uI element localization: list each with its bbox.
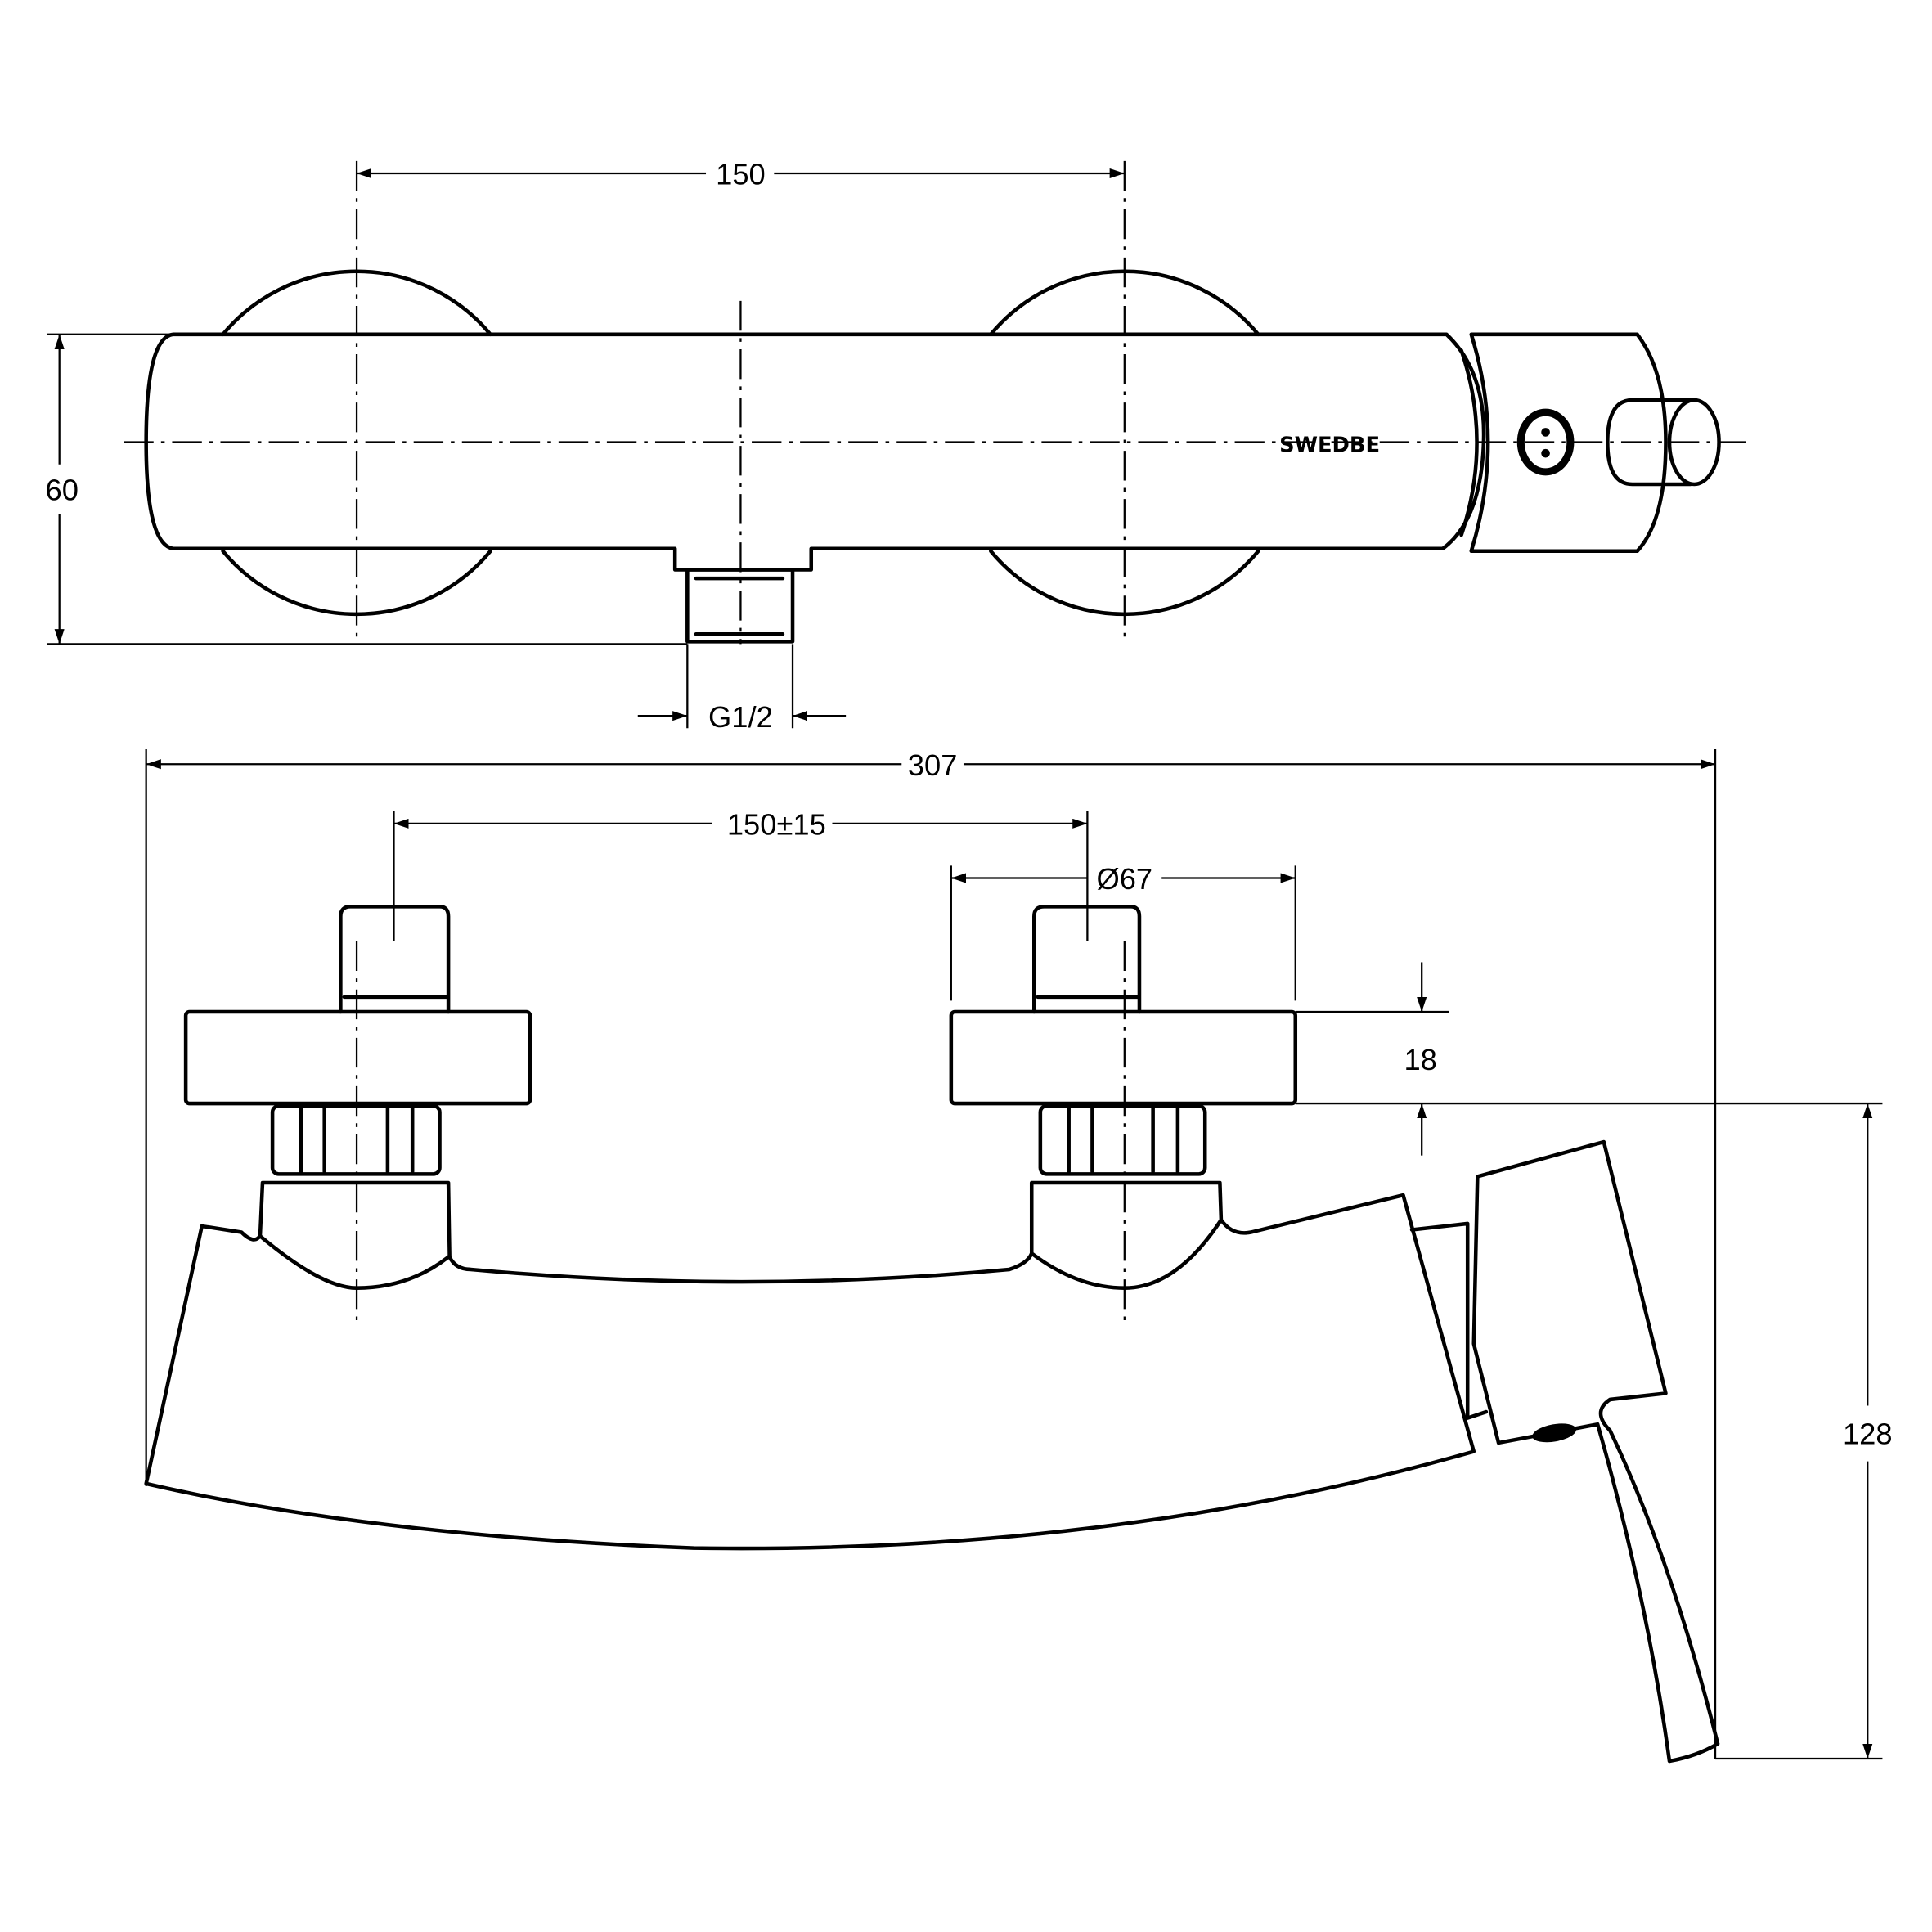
dimension-128: 128 xyxy=(1715,1103,1893,1760)
svg-text:60: 60 xyxy=(45,474,78,507)
dimension-150: 150 xyxy=(357,158,1125,191)
svg-text:18: 18 xyxy=(1404,1043,1436,1076)
brand-logo: SWEDBE xyxy=(1279,434,1380,458)
dimension-g12: G1/2 xyxy=(637,644,847,734)
svg-text:128: 128 xyxy=(1843,1417,1893,1450)
dimension-307: 307 xyxy=(145,748,1717,1759)
lever-handle xyxy=(1471,1139,1720,1764)
left-flange xyxy=(183,1009,532,1106)
svg-text:G1/2: G1/2 xyxy=(708,700,773,734)
dimension-150-15: 150±15 xyxy=(393,808,1089,941)
svg-text:Ø67: Ø67 xyxy=(1096,862,1152,896)
dimension-d67: Ø67 xyxy=(950,862,1296,1001)
temperature-indicator xyxy=(1516,408,1575,476)
dimension-18: 18 xyxy=(1295,962,1883,1156)
mixer-body-front xyxy=(144,1180,1476,1551)
thermostat-cap-front xyxy=(1409,1221,1489,1420)
right-inlet-pipe xyxy=(1032,905,1142,1014)
front-view: 307 150±15 Ø67 18 xyxy=(144,748,1893,1764)
mixer-body-top xyxy=(144,332,1486,572)
svg-text:150: 150 xyxy=(716,158,766,191)
svg-text:150±15: 150±15 xyxy=(727,808,826,842)
thermostat-cap xyxy=(1469,332,1668,554)
lever-pivot xyxy=(1532,1423,1577,1443)
svg-text:307: 307 xyxy=(908,748,958,782)
right-saddle xyxy=(1029,1218,1224,1290)
left-saddle xyxy=(258,1233,451,1290)
handle-stub xyxy=(1606,398,1693,487)
right-nut xyxy=(1038,1103,1207,1176)
right-flange xyxy=(949,1009,1298,1106)
top-view: SWEDBE 150 60 G1/2 xyxy=(45,158,1746,734)
dimension-60: 60 xyxy=(45,333,688,645)
left-inlet-pipe xyxy=(339,905,451,1014)
